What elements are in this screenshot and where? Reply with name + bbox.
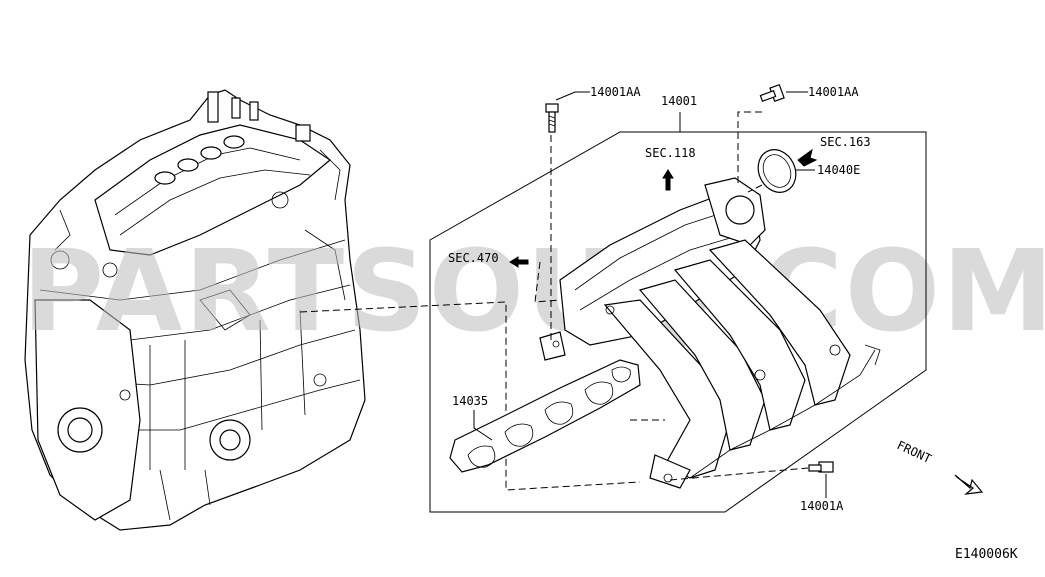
- manifold-gasket-drawing: [449, 359, 641, 473]
- bolt-lower-axis: [669, 467, 809, 481]
- label-bolt-left: 14001AA: [590, 85, 641, 99]
- engine-mount-leader: [299, 301, 641, 491]
- drawing-code: E140006K: [955, 547, 1018, 562]
- watermark-text: PARTSOUQ.COM: [22, 227, 1045, 357]
- label-bolt-lower: 14001A: [800, 499, 844, 513]
- engine-assembly-drawing: [24, 89, 366, 531]
- front-arrow-icon: [954, 474, 984, 495]
- label-manifold: 14001: [661, 94, 697, 108]
- arrow-sec-470: [509, 256, 529, 268]
- label-bolt-right: 14001AA: [808, 85, 859, 99]
- label-sec-470: SEC.470: [448, 251, 499, 265]
- sec-470-leader: [534, 261, 561, 303]
- label-gasket-main: 14035: [452, 394, 488, 408]
- gasket-main-leader: [473, 410, 493, 441]
- bolt-lower-drawing: [808, 461, 834, 473]
- bolt-right-axis: [737, 111, 762, 185]
- label-front: FRONT: [895, 438, 934, 466]
- throttle-gasket-drawing: [757, 149, 797, 193]
- intake-manifold-drawing: [539, 177, 881, 489]
- arrow-sec-163: [797, 148, 818, 167]
- label-gasket-right: 14040E: [817, 163, 860, 177]
- label-sec-118: SEC.118: [645, 146, 696, 160]
- bolt-left-drawing: [545, 103, 559, 133]
- arrow-sec-118: [662, 169, 674, 191]
- bolt-right-drawing: [759, 83, 785, 103]
- label-sec-163: SEC.163: [820, 135, 871, 149]
- callout-frame: [429, 131, 927, 513]
- bolt-left-leader: [555, 91, 590, 101]
- gasket-right-axis: [747, 184, 763, 193]
